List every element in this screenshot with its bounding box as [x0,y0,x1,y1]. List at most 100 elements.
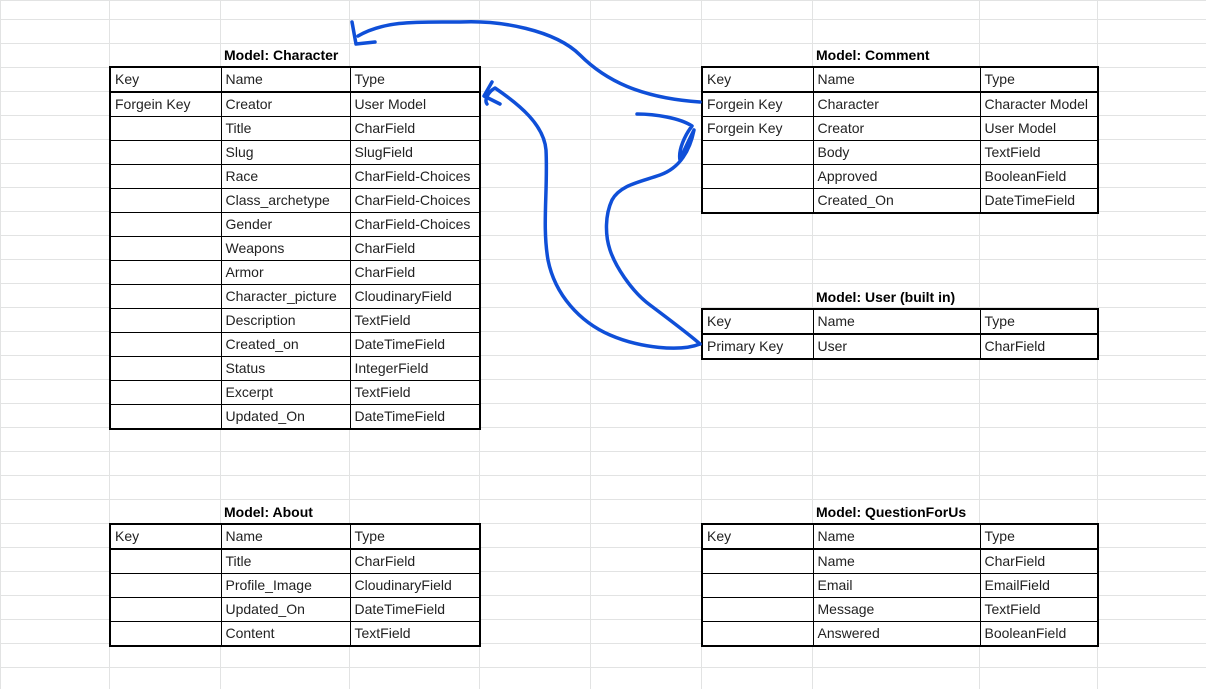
character-model-title: Model: Character [224,47,339,63]
table-cell-name: Description [220,308,351,333]
table-cell-name: Name [812,548,981,574]
user-model-title: Model: User (built in) [816,289,956,305]
column-header-key: Key [109,523,222,550]
table-cell-key [109,140,222,165]
table-cell-key [701,164,814,189]
table-cell-name: Race [220,164,351,189]
table-cell-key [109,116,222,141]
table-cell-type: User Model [979,116,1099,141]
table-cell-name: Excerpt [220,380,351,405]
table-cell-name: Title [220,116,351,141]
table-cell-type: TextField [979,597,1099,622]
table-cell-key [701,621,814,647]
table-cell-key [109,621,222,647]
table-cell-type: CloudinaryField [349,284,481,309]
column-header-key: Key [701,523,814,550]
table-cell-key [109,356,222,381]
table-cell-name: Creator [812,116,981,141]
table-cell-type: TextField [349,308,481,333]
column-header-type: Type [979,66,1099,93]
table-cell-name: Updated_On [220,404,351,430]
table-cell-key [109,548,222,574]
table-cell-name: Profile_Image [220,573,351,598]
table-cell-type: BooleanField [979,164,1099,189]
table-cell-key [109,188,222,213]
table-cell-key: Forgein Key [109,91,222,117]
table-cell-type: CloudinaryField [349,573,481,598]
table-cell-key [109,260,222,285]
table-cell-type: DateTimeField [979,188,1099,214]
column-header-type: Type [349,523,481,550]
table-cell-key: Forgein Key [701,91,814,117]
table-cell-key [701,573,814,598]
table-cell-name: Body [812,140,981,165]
table-cell-key [109,597,222,622]
table-cell-key [701,548,814,574]
table-cell-type: DateTimeField [349,404,481,430]
table-cell-key [109,236,222,261]
table-cell-key [109,404,222,430]
table-cell-type: TextField [979,140,1099,165]
table-cell-name: Weapons [220,236,351,261]
table-cell-key [109,284,222,309]
table-cell-name: User [812,333,981,360]
table-cell-type: BooleanField [979,621,1099,647]
table-cell-type: CharField [349,116,481,141]
table-cell-key [701,188,814,214]
table-cell-name: Character_picture [220,284,351,309]
table-cell-type: IntegerField [349,356,481,381]
column-header-key: Key [701,308,814,335]
table-cell-name: Updated_On [220,597,351,622]
column-header-name: Name [220,66,351,93]
table-cell-key: Primary Key [701,333,814,360]
table-cell-key [109,380,222,405]
table-cell-type: EmailField [979,573,1099,598]
table-cell-key [109,308,222,333]
about-model-title: Model: About [224,504,313,520]
table-cell-name: Email [812,573,981,598]
column-header-name: Name [812,308,981,335]
column-header-name: Name [220,523,351,550]
table-cell-key [109,332,222,357]
table-cell-name: Creator [220,91,351,117]
table-cell-type: TextField [349,621,481,647]
column-header-key: Key [701,66,814,93]
table-cell-type: TextField [349,380,481,405]
table-cell-name: Content [220,621,351,647]
table-cell-name: Message [812,597,981,622]
table-cell-name: Slug [220,140,351,165]
column-header-key: Key [109,66,222,93]
table-cell-name: Class_archetype [220,188,351,213]
table-cell-name: Approved [812,164,981,189]
table-cell-type: CharField [349,236,481,261]
table-cell-key [109,573,222,598]
comment-model-title: Model: Comment [816,47,930,63]
table-cell-type: CharField-Choices [349,212,481,237]
table-cell-type: DateTimeField [349,597,481,622]
